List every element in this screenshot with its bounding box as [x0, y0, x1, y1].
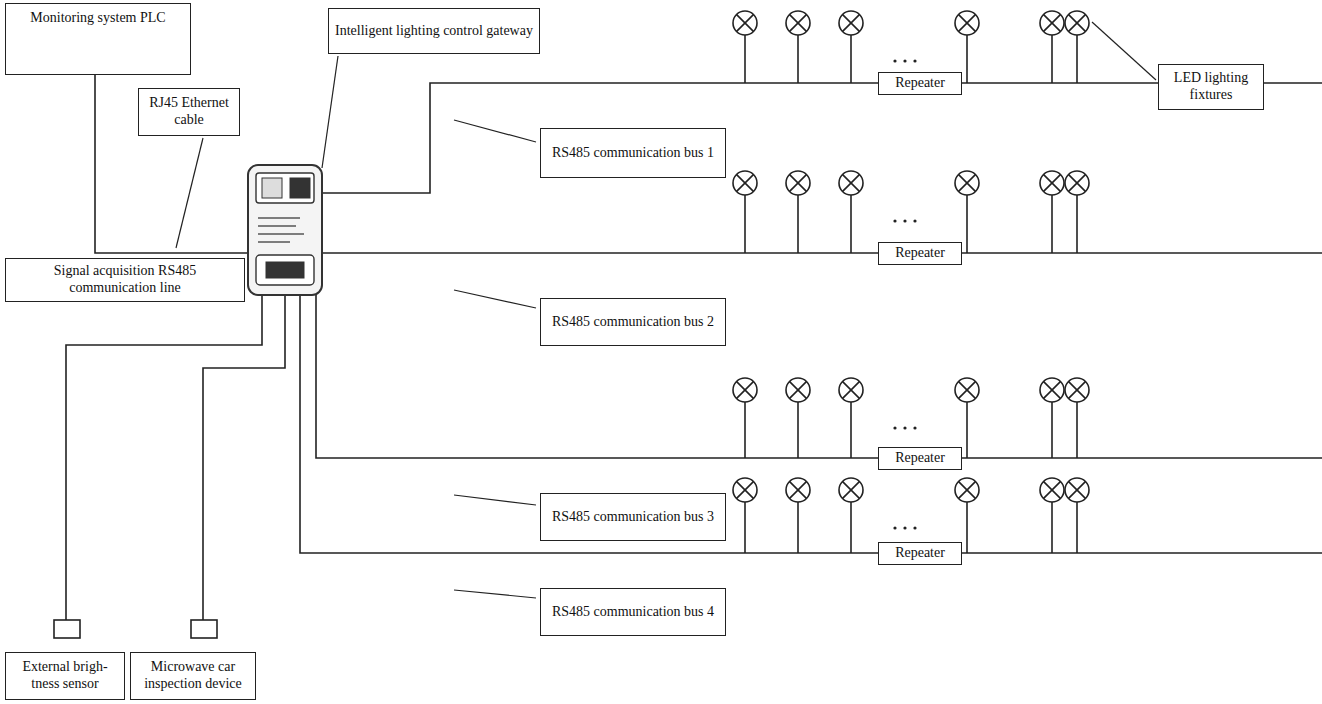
repeater-box: Repeater [878, 242, 962, 265]
lamp-symbol [1040, 11, 1064, 83]
ellipsis-dot [893, 526, 896, 529]
leader-line [454, 120, 536, 142]
ellipsis-dot [913, 219, 916, 222]
lamp-symbol [786, 171, 810, 253]
lamp-symbol [786, 478, 810, 553]
sensor-symbol [54, 620, 80, 638]
gateway-device [248, 165, 322, 295]
ellipsis-dot [913, 526, 916, 529]
lamp-symbol [786, 11, 810, 83]
leader-line [322, 56, 338, 168]
bus-line [322, 252, 1322, 254]
label-box: Signal acquisition RS485 communication l… [5, 258, 245, 302]
lamp-symbol [1040, 378, 1064, 458]
label-box: Microwave car inspection device [130, 652, 256, 700]
lamp-symbol [955, 378, 979, 458]
lamp-symbol [1040, 171, 1064, 253]
ellipsis-dot [893, 219, 896, 222]
label-box: Monitoring system PLC [5, 3, 191, 75]
label-text: RS485 communication bus 2 [552, 314, 714, 331]
label-box: RJ45 Ethernet cable [138, 88, 240, 136]
label-box: External brigh- tness sensor [5, 652, 125, 700]
label-box: RS485 communication bus 1 [540, 128, 726, 178]
label-text: Microwave car inspection device [136, 659, 250, 693]
ellipsis-dot [913, 59, 916, 62]
lamp-symbol [733, 11, 757, 83]
leader-line [454, 290, 536, 308]
bus-line [300, 295, 1322, 553]
ellipsis-dot [903, 59, 906, 62]
lamp-symbol [1065, 171, 1089, 253]
lamp-symbol [839, 11, 863, 83]
lamp-symbol [786, 378, 810, 458]
label-text: LED lighting fixtures [1164, 70, 1258, 104]
label-text: Repeater [895, 75, 945, 92]
label-text: Signal acquisition RS485 communication l… [11, 263, 239, 297]
label-text: RS485 communication bus 3 [552, 509, 714, 526]
ellipsis-dot [893, 426, 896, 429]
label-box: LED lighting fixtures [1158, 64, 1264, 110]
label-text: Intelligent lighting control gateway [335, 23, 533, 40]
ellipsis-dot [913, 426, 916, 429]
lamp-symbol [955, 171, 979, 253]
leader-line [454, 590, 536, 598]
label-text: RS485 communication bus 4 [552, 604, 714, 621]
sensor-symbol [191, 620, 217, 638]
repeater-box: Repeater [878, 72, 962, 95]
label-text: RS485 communication bus 1 [552, 145, 714, 162]
ethernet-wire [95, 75, 250, 253]
label-text: Repeater [895, 450, 945, 467]
lamp-symbol [839, 478, 863, 553]
ellipsis-dot [893, 59, 896, 62]
label-box: RS485 communication bus 4 [540, 588, 726, 636]
lamp-symbol [1065, 11, 1089, 83]
lamp-symbol [839, 171, 863, 253]
repeater-box: Repeater [878, 542, 962, 565]
lamp-symbol [1065, 478, 1089, 553]
leader-line [176, 138, 203, 248]
leader-line [1092, 22, 1156, 80]
label-box: Intelligent lighting control gateway [328, 8, 540, 54]
repeater-box: Repeater [878, 447, 962, 470]
label-text: Monitoring system PLC [30, 10, 165, 27]
lamp-symbol [1065, 378, 1089, 458]
label-text: Repeater [895, 545, 945, 562]
leader-line [454, 495, 536, 505]
label-text: RJ45 Ethernet cable [144, 95, 234, 129]
lamp-symbol [733, 378, 757, 458]
bus-line [316, 295, 1322, 458]
sensor-wire [66, 295, 262, 620]
ellipsis-dot [903, 219, 906, 222]
lamp-symbol [733, 171, 757, 253]
label-text: Repeater [895, 245, 945, 262]
sensor-wire [203, 295, 285, 620]
label-box: RS485 communication bus 3 [540, 493, 726, 541]
lamp-symbol [733, 478, 757, 553]
label-text: External brigh- tness sensor [11, 659, 119, 693]
label-box: RS485 communication bus 2 [540, 298, 726, 346]
lamp-symbol [839, 378, 863, 458]
ellipsis-dot [903, 526, 906, 529]
lamp-symbol [1040, 478, 1064, 553]
ellipsis-dot [903, 426, 906, 429]
